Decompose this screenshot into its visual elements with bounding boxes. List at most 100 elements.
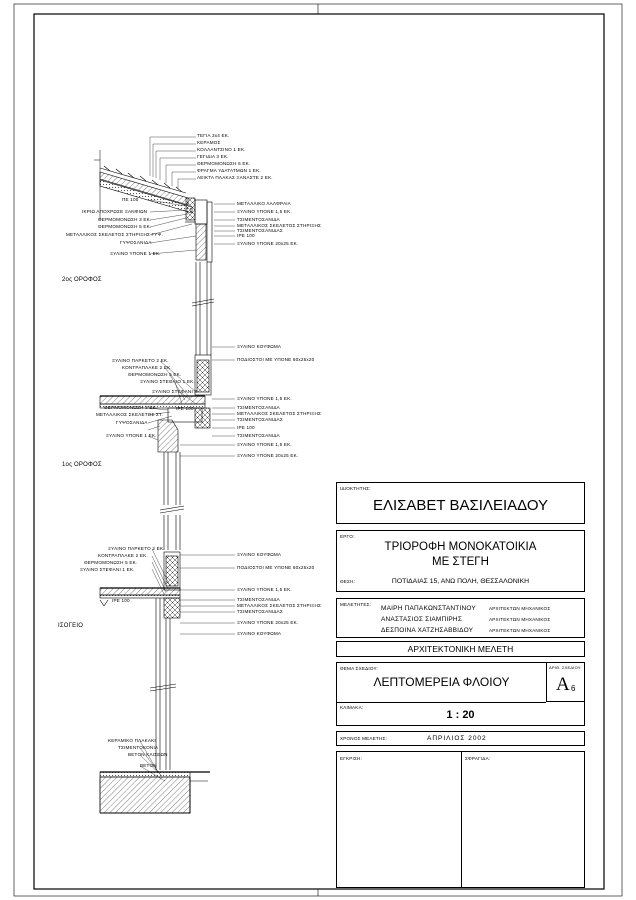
roof-label: ΘΕΡΜΟΜΟΝΩΣΗ 5 ΕΚ. bbox=[197, 161, 251, 166]
stamp-label: ΣΦΡΑΓΙΔΑ: bbox=[465, 756, 491, 761]
date-label: ΧΡΟΝΟΣ ΜΕΛΕΤΗΣ: bbox=[340, 736, 387, 741]
approval-box: ΕΓΚΡΙΣΗ: ΣΦΡΑΓΙΔΑ: bbox=[336, 751, 585, 888]
floor2-left-label: ΘΕΡΜΟΜΟΝΩΣΗ 3 ΕΚ. bbox=[104, 405, 158, 410]
roof-right-label: ΞΥΛΙΝΟ ΥΠΟΝΕ 1,5 ΕΚ. bbox=[237, 209, 292, 214]
roof-label: ΦΡΑΓΜΑ ΥΔΑΤΑΤΜΩΝ 1 ΕΚ. bbox=[197, 168, 261, 173]
floor2-left-label: ΞΥΛΙΝΟ ΠΑΡΚΕΤΟ 2 ΕΚ. bbox=[112, 358, 169, 363]
floor2-right-label: ΤΣΙΜΕΝΤΟΣΑΝΙΔΑΣ bbox=[237, 417, 283, 422]
project-label: ΕΡΓΟ: bbox=[340, 534, 355, 539]
floor2-right-label: ΤΣΙΜΕΝΤΟΣΑΝΙΔΑ bbox=[237, 433, 280, 438]
inner-frame bbox=[33, 13, 605, 890]
drawing-label: ΘΕΜΑ ΣΧΕΔΙΟΥ: bbox=[340, 666, 378, 671]
wall-column-upper bbox=[191, 262, 215, 355]
roof-left-label: ΙΚΡΙΩ ΑΠΟΧΡΩΣΕ ΞΑΝΦΙΩΝ bbox=[82, 209, 148, 214]
sheet-letter: A bbox=[556, 674, 570, 695]
designers-label: ΜΕΛΕΤΗΤΕΣ: bbox=[340, 602, 372, 607]
roof-right-label: IPE 100 bbox=[237, 233, 255, 238]
floor2-ipe: IPE 100 bbox=[176, 406, 194, 411]
ground-detail bbox=[99, 771, 210, 814]
scale-value: 1 : 20 bbox=[446, 709, 475, 721]
floor1-left-label: ΘΕΡΜΟΜΟΝΩΣΗ 5 ΕΚ. bbox=[84, 560, 138, 565]
study-type: ΑΡΧΙΤΕΚΤΟΝΙΚΗ ΜΕΛΕΤΗ bbox=[407, 644, 514, 654]
designer-role: ΑΡΧΙΤΕΚΤΩΝ ΜΗΧΑΝΙΚΟΣ bbox=[489, 606, 551, 611]
floor2-left-label: ΜΕΤΑΛΛΙΚΟΣ ΣΚΕΛΕΤΟΣ ΣΤ. bbox=[96, 412, 163, 417]
level-label-ground: ΙΣΟΓΕΙΟ bbox=[58, 623, 84, 629]
floor2-right-label: ΤΣΙΜΕΝΤΟΣΑΝΙΔΑ bbox=[237, 405, 280, 410]
ground-label: ΒΕΤΟΝ ΚΛΙΣΕΩΝ bbox=[128, 752, 168, 757]
floor2-left-label: ΚΟΝΤΡΑΠΛΑΚΕ 2 ΕΚ. bbox=[122, 365, 172, 370]
scale-label: ΚΛΙΜΑΚΑ: bbox=[340, 705, 364, 710]
roof-label: ΓΕΓΙΔΙΑ 3 ΕΚ. bbox=[197, 154, 229, 159]
roof-right-label: ΜΕΤΑΛΛΙΚΟ ΛΑΛΦΡΑΙΑ bbox=[237, 201, 291, 206]
floor2-right-label: ΞΥΛΙΝΟ ΥΠΟΝΕ 1,5 ΕΚ. bbox=[237, 442, 292, 447]
floor1-right-label: ΤΣΙΜΕΝΤΟΣΑΝΙΔΑ bbox=[237, 597, 280, 602]
location-label: ΘΕΣΗ: bbox=[340, 579, 356, 584]
roof-left-label: ΘΕΡΜΟΜΟΝΩΣΗ 3 ΕΚ. bbox=[98, 217, 152, 222]
floor2-left-label: ΞΥΛΙΝΟ ΣΤΕΘΑΙΟ 1 ΕΚ. bbox=[140, 379, 195, 384]
sheet-number: 6 bbox=[571, 684, 576, 693]
study-type-box: ΑΡΧΙΤΕΚΤΟΝΙΚΗ ΜΕΛΕΤΗ bbox=[336, 641, 585, 657]
sheet-number-box: ΑΡΙΘ. ΣΧΕΔΙΟΥ: A 6 bbox=[546, 663, 584, 702]
floor2-right-label: ΞΥΛΙΝΟ ΥΠΟΝΕ 20x25 ΕΚ. bbox=[237, 453, 299, 458]
roof-right-label: ΤΣΙΜΕΝΤΟΣΑΝΙΔΑ bbox=[237, 217, 280, 222]
drawing-divider bbox=[337, 702, 546, 703]
signature-label: ΕΓΚΡΙΣΗ: bbox=[340, 756, 363, 761]
approval-divider bbox=[461, 752, 462, 887]
designer-name: ΜΑΙΡΗ ΠΑΠΑΚΩΝΣΤΑΝΤΙΝΟΥ bbox=[381, 605, 476, 612]
floor2-right-label: ΠΟΔΙΟΣΤΟΙ ΜΕ ΥΠΟΝΕ 60x25x20 bbox=[237, 357, 315, 362]
owner-label: ΙΔΙΟΚΤΗΤΗΣ: bbox=[340, 486, 371, 491]
floor2-detail bbox=[99, 354, 212, 550]
date-box: ΧΡΟΝΟΣ ΜΕΛΕΤΗΣ: ΑΠΡΙΛΙΟΣ 2002 bbox=[336, 731, 585, 746]
floor2-left-label: ΓΥΨΟΣΑΝΙΔΑ bbox=[116, 420, 148, 425]
leader-lines bbox=[139, 136, 235, 782]
roof-left-label: ΓΥΨΟΣΑΝΙΔΑ bbox=[120, 240, 152, 245]
roof-right-label: ΤΣΙΜΕΝΤΟΣΑΝΙΔΑΣ bbox=[237, 228, 283, 233]
roof-label: ΤΕΓΙΑ 3x4 ΕΚ. bbox=[197, 133, 230, 138]
roof-label: ΚΕΡΑΜΟΣ bbox=[197, 140, 221, 145]
level-label-floor1: 1ος ΟΡΟΦΟΣ bbox=[62, 462, 102, 468]
floor1-ipe: IPE 100 bbox=[112, 598, 130, 603]
roof-left-label: ΘΕΡΜΟΜΟΝΩΣΗ 5 ΕΚ. bbox=[98, 224, 152, 229]
roof-left-label: ΞΥΛΙΝΟ ΥΠΟΝΕ 1 ΕΚ. bbox=[110, 251, 161, 256]
floor1-right-label: ΠΟΔΙΟΣΤΟΙ ΜΕ ΥΠΟΝΕ 60x25x20 bbox=[237, 565, 315, 570]
designer-role: ΑΡΧΙΤΕΚΤΩΝ ΜΗΧΑΝΙΚΟΣ bbox=[489, 617, 551, 622]
ground-label: ΤΣΙΜΕΝΤΟΚΟΝΙΑ bbox=[118, 745, 159, 750]
level-lines bbox=[94, 150, 101, 220]
designer-name: ΑΝΑΣΤΑΣΙΟΣ ΣΙΑΜΠΙΡΗΣ bbox=[381, 616, 463, 623]
floor1-right-label: ΜΕΤΑΛΛΙΚΟΣ ΣΚΕΛΕΤΟΣ ΣΤΗΡΙΞΗΣ bbox=[237, 603, 322, 608]
roof-detail bbox=[99, 165, 213, 263]
project-title-line1: ΤΡΙΟΡΟΦΗ ΜΟΝΟΚΑΤΟΙΚΙΑ bbox=[384, 541, 537, 553]
floor1-right-label: ΞΥΛΙΝΟ ΥΠΟΝΕ 20x25 ΕΚ. bbox=[237, 620, 299, 625]
roof-left-label: ΠΕ 100 bbox=[122, 197, 139, 202]
floor2-left-label: ΘΕΡΜΟΜΟΝΩΣΗ 5 ΕΚ. bbox=[128, 372, 182, 377]
roof-label: ΚΟΛΛΑΝΤΣΙΝΟ 1 ΕΚ. bbox=[197, 147, 246, 152]
floor2-right-label: ΞΥΛΙΝΟ ΥΠΟΝΕ 1,5 ΕΚ. bbox=[237, 396, 292, 401]
floor2-right-label: IPE 100 bbox=[237, 425, 255, 430]
floor2-left-label: ΞΥΛΙΝΟ ΥΠΟΝΕ 1 ΕΚ. bbox=[106, 433, 157, 438]
ground-label: ΚΕΡΑΜΙΚΟ ΠΛΑΚΑΚΙ bbox=[108, 738, 156, 743]
owner-box: ΙΔΙΟΚΤΗΤΗΣ: ΕΛΙΣΑΒΕΤ ΒΑΣΙΛΕΙΑΔΟΥ bbox=[336, 482, 585, 524]
floor2-left-label: ΞΥΛΙΝΟ ΣΤΕΦΑΝΙ 3 bbox=[152, 389, 198, 394]
project-box: ΕΡΓΟ: ΤΡΙΟΡΟΦΗ ΜΟΝΟΚΑΤΟΙΚΙΑ ΜΕ ΣΤΕΓΗ ΘΕΣ… bbox=[336, 530, 585, 592]
roof-label: ΑΕΙΚΤΑ ΠΛΑΚΑΣ ΞΑΝΑΣΤΕ 2 ΕΚ. bbox=[197, 175, 273, 180]
floor2-right-label: ΞΥΛΙΝΟ ΚΟΥΦΩΜΑ bbox=[237, 344, 282, 349]
floor1-right-label: ΞΥΛΙΝΟ ΥΠΟΝΕ 1,5 ΕΚ. bbox=[237, 587, 292, 592]
floor1-right-label: ΞΥΛΙΝΟ ΚΟΥΦΩΜΑ bbox=[237, 631, 282, 636]
level-label-floor2: 2ος ΟΡΟΦΟΣ bbox=[62, 277, 102, 283]
location-text: ΠΟΤΙΔΑΙΑΣ 15, ΑΝΩ ΠΟΛΗ, ΘΕΣΣΑΛΟΝΙΚΗ bbox=[391, 578, 530, 585]
designer-role: ΑΡΧΙΤΕΚΤΩΝ ΜΗΧΑΝΙΚΟΣ bbox=[489, 628, 551, 633]
drawing-title: ΛΕΠΤΟΜΕΡΕΙΑ ΦΛΟΙΟΥ bbox=[373, 675, 510, 689]
floor1-left-label: ΚΟΝΤΡΑΠΛΑΚΕ 2 ΕΚ. bbox=[98, 553, 148, 558]
floor1-right-label: ΤΣΙΜΕΝΤΟΣΑΝΙΔΑΣ bbox=[237, 609, 283, 614]
ground-label: ΒΕΤΟΝ bbox=[140, 763, 157, 768]
project-title-line2: ΜΕ ΣΤΕΓΗ bbox=[432, 556, 489, 568]
roof-right-label: ΜΕΤΑΛΛΙΚΟΣ ΣΚΕΛΕΤΟΣ ΣΤΗΡΙΞΗΣ bbox=[237, 223, 322, 228]
floor1-detail bbox=[99, 551, 181, 770]
designer-name: ΔΕΣΠΟΙΝΑ ΧΑΤΖΗΣΑΒΒΙΔΟΥ bbox=[381, 627, 474, 634]
roof-right-label: ΞΥΛΙΝΟ ΥΠΟΝΕ 20x25 ΕΚ. bbox=[237, 241, 299, 246]
designers-box: ΜΕΛΕΤΗΤΕΣ: ΜΑΙΡΗ ΠΑΠΑΚΩΝΣΤΑΝΤΙΝΟΥ ΑΡΧΙΤΕ… bbox=[336, 598, 585, 638]
date-value: ΑΠΡΙΛΙΟΣ 2002 bbox=[427, 735, 487, 742]
floor1-right-label: ΞΥΛΙΝΟ ΚΟΥΦΩΜΑ bbox=[237, 552, 282, 557]
drawing-box: ΘΕΜΑ ΣΧΕΔΙΟΥ: ΛΕΠΤΟΜΕΡΕΙΑ ΦΛΟΙΟΥ ΑΡΙΘ. Σ… bbox=[336, 662, 585, 726]
